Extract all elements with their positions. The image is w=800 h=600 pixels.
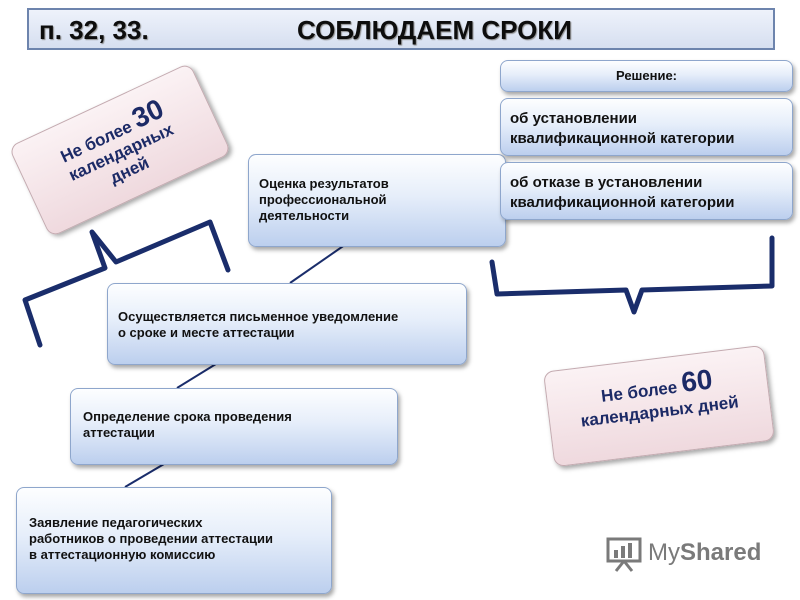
step-text-line: Заявление педагогических — [29, 515, 203, 530]
brace-30-days — [22, 219, 231, 348]
step-text-line: профессиональной — [259, 192, 387, 207]
step-text-line: Осуществляется письменное уведомление — [118, 309, 399, 324]
step-written-notice: Осуществляется письменное уведомление о … — [107, 283, 467, 365]
step-text-line: Оценка результатов — [259, 176, 389, 191]
watermark-prefix: My — [648, 539, 680, 566]
decision-text-line: об отказе в установлении — [510, 174, 703, 191]
step-text-line: работников о проведении аттестации — [29, 531, 273, 546]
step-text-line: Определение срока проведения — [83, 409, 292, 424]
step-application: Заявление педагогических работников о пр… — [16, 487, 332, 594]
decision-text-line: квалификационной категории — [510, 194, 735, 211]
brace-60-days — [489, 235, 775, 315]
section-number: п. 32, 33. — [39, 15, 149, 45]
step-text-line: аттестации — [83, 425, 155, 440]
decision-text-line: об установлении — [510, 110, 638, 127]
watermark-suffix: Shared — [680, 539, 762, 566]
page-title: СОБЛЮДАЕМ СРОКИ — [297, 15, 572, 45]
watermark-text: MyShared — [648, 539, 761, 567]
decision-deny-category: об отказе в установлении квалификационно… — [500, 162, 793, 220]
step-text-line: о сроке и месте аттестации — [118, 325, 295, 340]
presentation-board-icon — [606, 537, 642, 572]
step-text-line: в аттестационную комиссию — [29, 547, 216, 562]
decision-text-line: квалификационной категории — [510, 130, 735, 147]
decision-grant-category: об установлении квалификационной категор… — [500, 98, 793, 156]
step-set-date: Определение срока проведения аттестации — [70, 388, 398, 465]
decision-header: Решение: — [500, 60, 793, 92]
step-assessment: Оценка результатов профессиональной деят… — [248, 154, 506, 247]
step-text-line: деятельности — [259, 208, 350, 223]
limit-60-number: 60 — [679, 363, 715, 398]
title-bar: п. 32, 33. СОБЛЮДАЕМ СРОКИ — [27, 8, 775, 50]
